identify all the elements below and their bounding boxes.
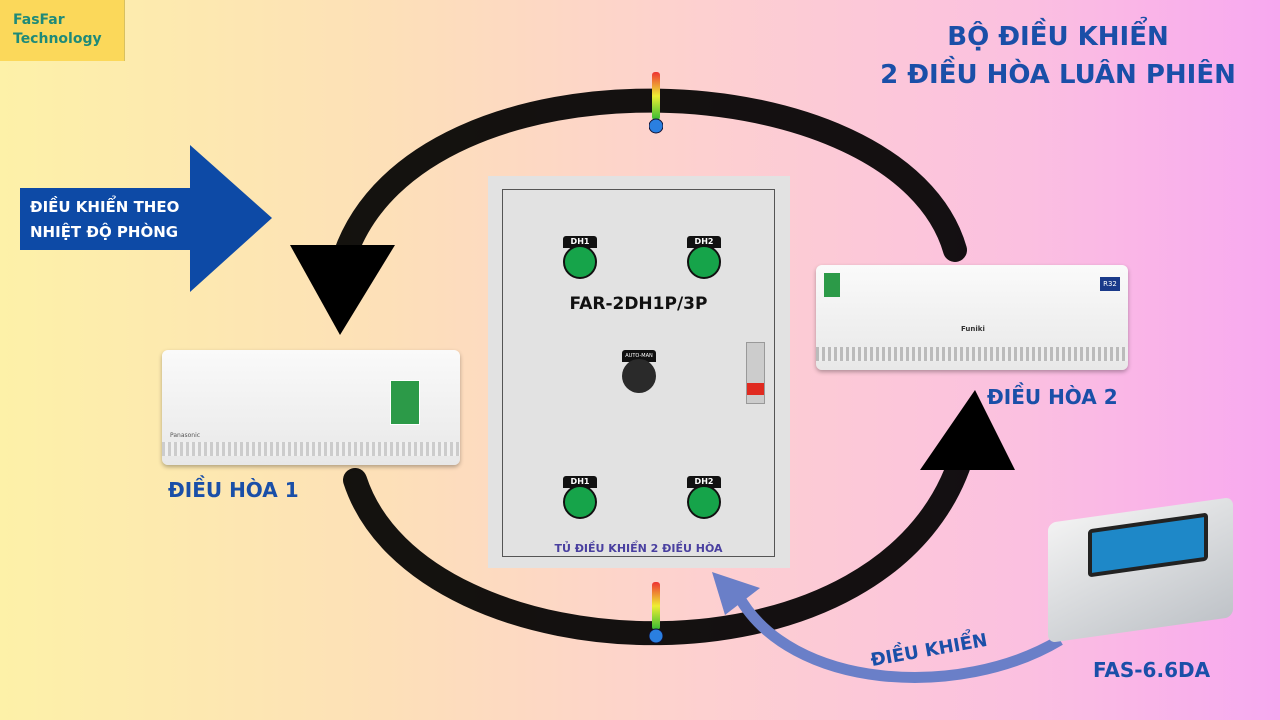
thermometer-icon xyxy=(648,582,664,644)
room-temp-arrow xyxy=(20,145,272,292)
control-cabinet: DH1 DH2 FAR-2DH1P/3P AUTO-MAN DH1 DH2 TỦ… xyxy=(488,176,790,568)
cabinet-name: TỦ ĐIỀU KHIỂN 2 ĐIỀU HÒA xyxy=(554,542,723,555)
room-temp-label: ĐIỀU KHIỂN THEO NHIỆT ĐỘ PHÒNG xyxy=(30,195,179,245)
air-conditioner-2: R32 Funiki xyxy=(816,265,1128,370)
page-title: BỘ ĐIỀU KHIỂN 2 ĐIỀU HÒA LUÂN PHIÊN xyxy=(848,18,1268,94)
air-vent xyxy=(816,347,1128,361)
ac1-brand: Panasonic xyxy=(170,432,201,439)
device-screen xyxy=(1088,512,1208,578)
auto-man-selector[interactable]: AUTO-MAN xyxy=(622,350,656,395)
lamp-label: DH2 xyxy=(687,236,721,248)
control-arrowhead xyxy=(712,572,760,615)
ac1-label: ĐIỀU HÒA 1 xyxy=(168,478,299,502)
lamp-dh1-bottom: DH1 xyxy=(563,476,597,521)
cabinet-model: FAR-2DH1P/3P xyxy=(569,294,708,314)
air-vent xyxy=(162,442,460,456)
logo-line1: FasFar xyxy=(13,12,65,28)
lamp-dh2-top: DH2 xyxy=(687,236,721,281)
logo-line2: Technology xyxy=(13,31,102,47)
room-temp-line2: NHIỆT ĐỘ PHÒNG xyxy=(30,223,179,241)
lamp-label: DH2 xyxy=(687,476,721,488)
lamp-label: DH1 xyxy=(563,476,597,488)
bottom-arrowhead xyxy=(920,390,1015,470)
title-line1: BỘ ĐIỀU KHIỂN xyxy=(947,22,1169,52)
circuit-breaker[interactable] xyxy=(746,342,765,404)
lamp-dh2-bottom: DH2 xyxy=(687,476,721,521)
controller-label: FAS-6.6DA xyxy=(1093,658,1211,682)
room-temp-line1: ĐIỀU KHIỂN THEO xyxy=(30,198,180,216)
ac2-label: ĐIỀU HÒA 2 xyxy=(987,385,1118,409)
thermometer-icon xyxy=(648,72,664,134)
lamp-label: DH1 xyxy=(563,236,597,248)
ac2-brand: Funiki xyxy=(961,325,985,333)
control-curved-arrow xyxy=(733,592,1063,683)
energy-label xyxy=(824,273,840,297)
cabinet-door: DH1 DH2 FAR-2DH1P/3P AUTO-MAN DH1 DH2 TỦ… xyxy=(502,189,775,557)
lamp-dh1-top: DH1 xyxy=(563,236,597,281)
title-line2: 2 ĐIỀU HÒA LUÂN PHIÊN xyxy=(880,60,1236,90)
r32-badge: R32 xyxy=(1100,277,1120,291)
air-conditioner-1: Panasonic xyxy=(162,350,460,465)
energy-label xyxy=(390,380,420,425)
top-arrowhead xyxy=(290,245,395,335)
selector-label: AUTO-MAN xyxy=(622,350,656,362)
